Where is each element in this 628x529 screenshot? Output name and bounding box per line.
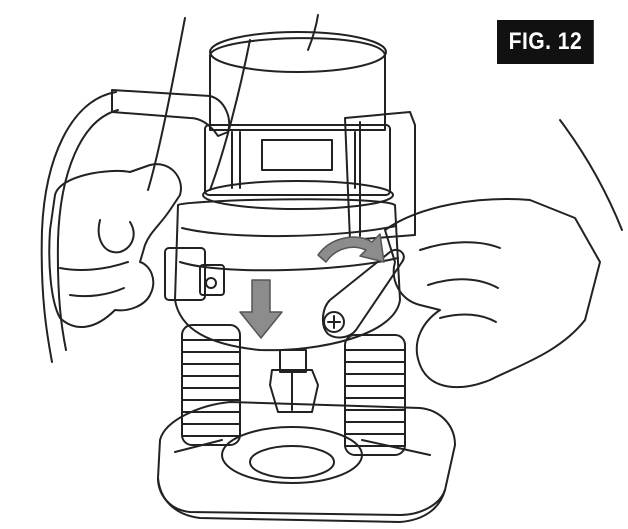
figure-label: FIG. 12 bbox=[497, 20, 594, 64]
left-hand bbox=[48, 163, 182, 329]
rotate-arrow-icon bbox=[317, 233, 385, 263]
right-plunge-spring bbox=[344, 334, 406, 456]
base-opening-inner bbox=[249, 445, 335, 479]
lever-pivot-screw bbox=[323, 311, 345, 333]
left-thumb bbox=[97, 219, 135, 254]
right-hand bbox=[384, 198, 601, 389]
right-finger-line bbox=[439, 313, 497, 323]
cord-strain-relief bbox=[111, 89, 230, 137]
router-base-plate bbox=[157, 401, 456, 516]
left-finger-line bbox=[69, 287, 125, 298]
motor-cap bbox=[209, 31, 387, 73]
left-finger-line bbox=[59, 261, 129, 271]
arm-line-left-2 bbox=[209, 39, 251, 191]
depth-lock-pin bbox=[205, 277, 217, 289]
arm-line-right bbox=[307, 14, 319, 51]
base-plate-edge bbox=[157, 477, 446, 523]
depth-lock-lever bbox=[164, 247, 206, 301]
collar-band bbox=[179, 257, 399, 272]
motor-housing-body bbox=[204, 124, 391, 196]
collet-shaft bbox=[279, 349, 307, 373]
plunge-lock-lever bbox=[322, 248, 405, 339]
arm-line-right-2 bbox=[559, 119, 623, 231]
down-arrow-icon bbox=[239, 279, 283, 339]
base-opening bbox=[221, 426, 363, 484]
depth-lock-clip bbox=[199, 264, 225, 296]
collet-nut bbox=[269, 369, 319, 413]
power-cord bbox=[40, 91, 117, 363]
arm-line-left bbox=[147, 17, 186, 191]
router-collar bbox=[174, 198, 401, 352]
collar-band-2 bbox=[181, 225, 397, 238]
motor-window bbox=[261, 139, 333, 171]
motor-lower-ring bbox=[202, 180, 394, 210]
right-finger-line bbox=[427, 278, 499, 289]
base-rib bbox=[174, 439, 223, 453]
right-finger-line bbox=[419, 241, 501, 251]
right-handle-post bbox=[344, 111, 416, 241]
power-cord-inner bbox=[56, 109, 119, 351]
left-plunge-spring bbox=[181, 324, 241, 446]
base-rib bbox=[361, 439, 431, 456]
